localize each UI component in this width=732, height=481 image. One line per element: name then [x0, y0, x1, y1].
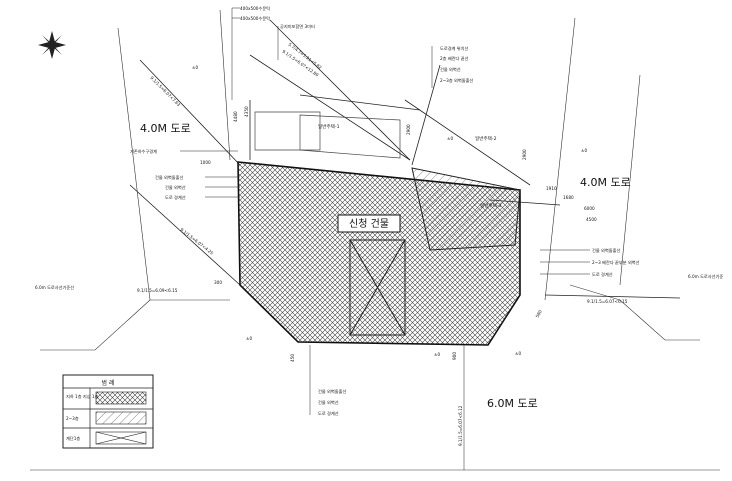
note-rt-2: 건물 외벽선	[440, 66, 461, 73]
road-center-left: 6.0m 도로사선기준선	[35, 284, 74, 291]
notes-right-mid-leaders	[540, 249, 590, 275]
building-label: 신청 건물	[349, 218, 389, 230]
neighbour-label-1: 일반주택-1	[318, 123, 340, 130]
road-lines	[30, 9, 720, 471]
dim-4480: 4480	[233, 111, 238, 122]
note-rt-1: 2층 베란다 끝선	[440, 55, 469, 62]
road-label-bottom: 6.0M 도로	[487, 397, 538, 410]
note-b-1: 건물 외벽선	[318, 399, 339, 406]
dim-4500: 4500	[586, 217, 597, 222]
dim-450: 450	[290, 354, 295, 362]
neighbour-buildings	[254, 111, 401, 159]
level-mark: ±0	[581, 148, 588, 153]
slope-lines	[129, 19, 681, 299]
note-rt-3: 2~3층 외벽돌출선	[440, 77, 473, 84]
dim-6000: 6000	[584, 206, 595, 211]
note-lm-0: 건물 외벽돌출선	[155, 174, 183, 181]
slope-lower-left: 9.1/1.5=6.09<6.15	[137, 288, 178, 293]
north-arrow-icon	[38, 31, 66, 59]
note-top-a: 400x500수문턱	[240, 5, 270, 12]
note-top-c: 공지미포함면 3미터	[280, 23, 315, 30]
note-rm-2: 도로 경계선	[592, 271, 613, 278]
dim-1000: 1000	[200, 160, 211, 165]
dim-1910: 1910	[546, 186, 557, 191]
notes-left-leaders	[180, 150, 240, 198]
dim-300: 300	[214, 280, 222, 285]
level-mark: ±0	[434, 352, 441, 357]
lot-area-floor23	[411, 167, 521, 251]
note-rm-1: 2~3 베란다 끝부분 외벽선	[592, 259, 640, 266]
level-mark: ±0	[447, 136, 454, 141]
note-setback: 기존하수구경계	[130, 148, 157, 155]
slope-bottom: 9.1/1.5=6.07<6.12	[458, 405, 463, 446]
dim-580: 580	[535, 309, 543, 319]
note-rt-0: 도로경계 위치선	[440, 45, 468, 52]
note-lm-2: 도로 경계선	[165, 194, 186, 201]
slope-mid-left: 9.1/1.5=6.07<4.25	[179, 227, 214, 256]
legend-row-3: 계단1층	[66, 435, 80, 442]
note-b-2: 도로 경계선	[318, 410, 339, 417]
dim-2900b: 2900	[522, 149, 527, 160]
note-rm-0: 건물 외벽돌출선	[592, 247, 620, 254]
slope-lower-right: 9.1/1.5=6.07<6.15	[587, 299, 628, 304]
legend-title: 범 례	[102, 379, 115, 387]
note-top-b: 400x500수문턱	[240, 15, 270, 22]
neighbour-label-2: 일반주택-2	[475, 135, 497, 142]
building-label-box	[337, 214, 401, 233]
neighbour-label-3: 일반주택-3	[480, 202, 502, 209]
level-mark: ±0	[515, 351, 522, 356]
dim-1680: 1680	[563, 195, 574, 200]
legend	[62, 374, 154, 449]
road-label-left: 4.0M 도로	[140, 122, 191, 135]
note-lm-1: 건물 외벽선	[165, 184, 186, 191]
road-label-right: 4.0M 도로	[580, 176, 631, 189]
dim-900: 900	[452, 352, 457, 360]
dim-4350: 4350	[244, 106, 249, 117]
notes-top	[231, 7, 279, 100]
note-b-0: 건물 외벽돌출선	[318, 388, 346, 395]
stair-box	[349, 239, 406, 336]
slope-upper-left: 9.1/1.5=6.07<7.63	[149, 75, 181, 107]
level-mark: ±0	[192, 65, 199, 70]
level-mark: ±0	[246, 336, 253, 341]
legend-row-1: 지하 1층 지상 1층	[66, 393, 99, 400]
level-marks: ±0 ±0 ±0 ±0 ±0 ±0	[192, 65, 588, 357]
dim-2900: 2900	[406, 124, 411, 135]
notes-bottom-leaders	[309, 345, 465, 470]
road-center-right: 6.0m 도로사선기준	[688, 273, 723, 280]
legend-row-2: 2~3층	[66, 415, 79, 421]
